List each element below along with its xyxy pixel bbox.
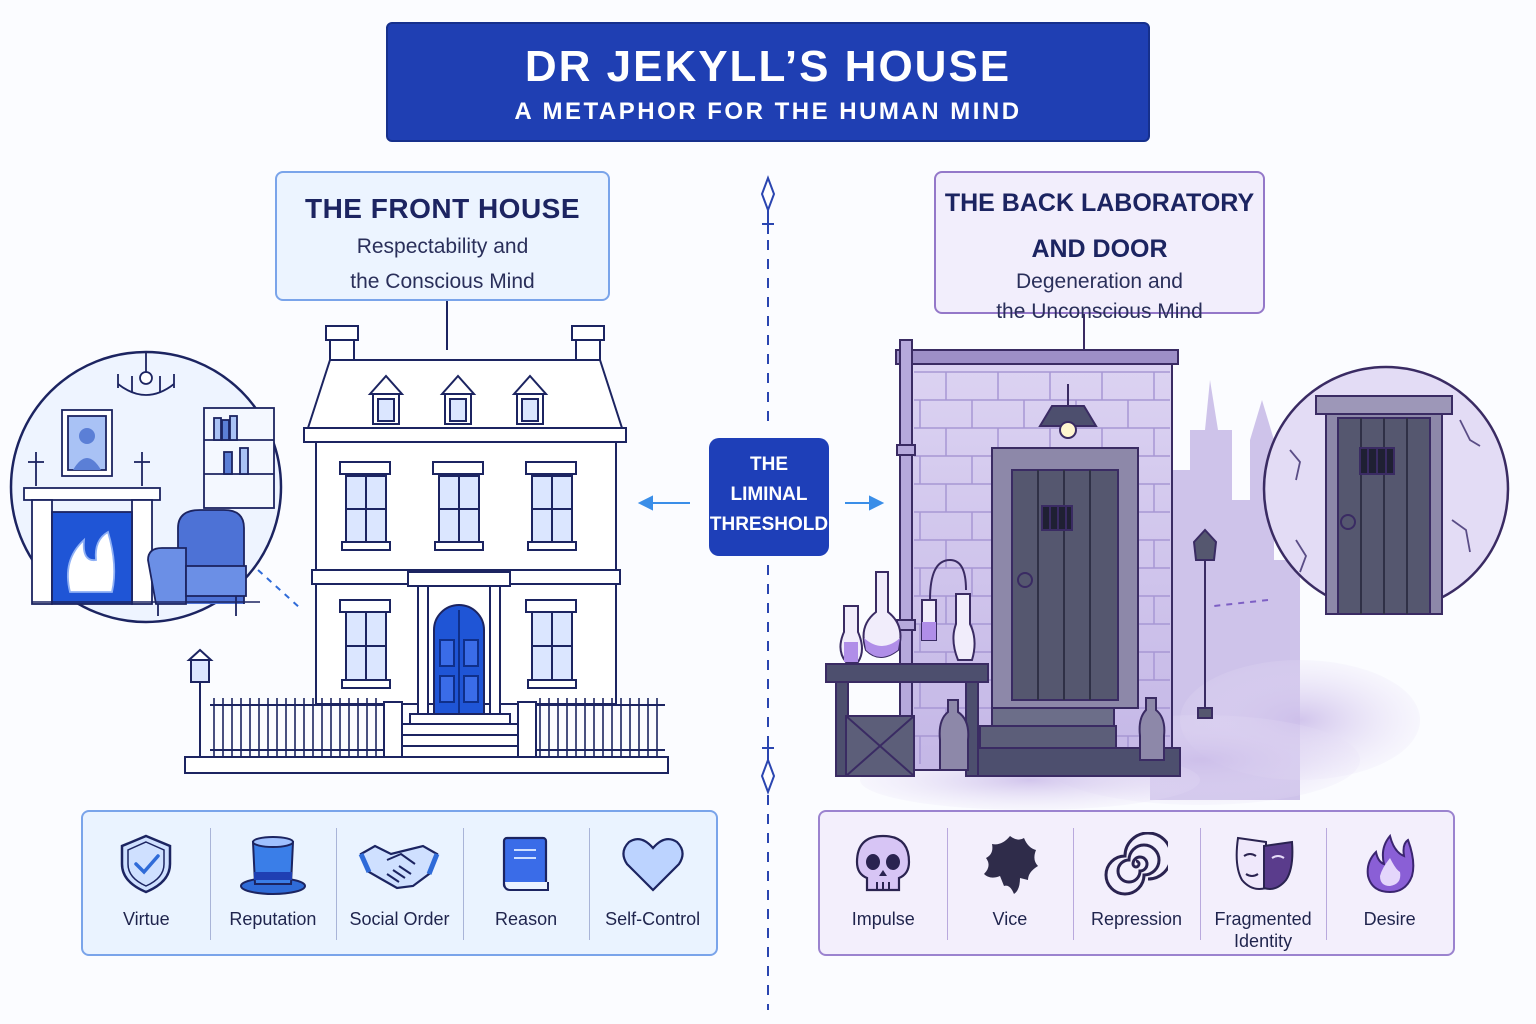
back-lab-heading-line2: AND DOOR — [1031, 235, 1168, 263]
front-house-heading: THE FRONT HOUSE — [304, 193, 581, 224]
handshake-icon — [359, 844, 440, 890]
front-railings — [213, 698, 658, 757]
flame-icon — [1366, 833, 1414, 894]
threshold-arrows — [637, 495, 885, 511]
back-lab-desc-line1: Degeneration and — [1016, 270, 1183, 293]
trait-reason: Reason — [462, 812, 590, 954]
spiral-icon — [1105, 832, 1169, 896]
back-laboratory-illustration — [825, 339, 1218, 777]
fragmented-identity-line2: Identity — [1234, 931, 1293, 951]
back-laboratory-label: THE BACK LABORATORY AND DOOR Degeneratio… — [934, 171, 1265, 323]
back-door-inset — [1213, 365, 1510, 615]
conscious-traits-panel: Virtue Reputation Social Order Reason — [81, 810, 718, 956]
trait-desire: Desire — [1326, 812, 1453, 954]
title-banner: DR JEKYLL’S HOUSE A METAPHOR FOR THE HUM… — [386, 22, 1150, 142]
front-house-desc-line1: Respectability and — [356, 235, 529, 258]
back-lab-desc-line2: the Unconscious Mind — [996, 300, 1203, 323]
heart-icon — [622, 837, 684, 892]
top-hat-icon — [239, 836, 306, 895]
front-house-desc-line2: the Conscious Mind — [350, 270, 535, 293]
fragmented-identity-line1: Fragmented — [1214, 909, 1312, 929]
trait-virtue: Virtue — [83, 812, 210, 954]
trait-repression: Repression — [1073, 812, 1200, 954]
skull-icon — [856, 834, 911, 892]
trait-self-control: Self-Control — [589, 812, 716, 954]
page-title: DR JEKYLL’S HOUSE — [524, 42, 1012, 91]
front-house-label: THE FRONT HOUSE Respectability and the C… — [275, 171, 610, 301]
page-subtitle: A METAPHOR FOR THE HUMAN MIND — [514, 98, 1022, 125]
liminal-threshold-badge: THE LIMINAL THRESHOLD — [709, 438, 829, 556]
split-mask-icon — [1235, 836, 1294, 890]
threshold-line2: LIMINAL — [730, 484, 808, 505]
threshold-line1: THE — [750, 454, 788, 475]
shield-check-icon — [121, 834, 172, 894]
trait-fragmented-identity: Fragmented Identity — [1199, 812, 1327, 954]
back-lab-heading-line1: THE BACK LABORATORY — [944, 189, 1255, 217]
trait-social-order: Social Order — [336, 812, 463, 954]
front-house-illustration — [184, 325, 669, 774]
threshold-line3: THRESHOLD — [709, 514, 829, 535]
book-icon — [502, 836, 550, 891]
unconscious-traits-panel: Impulse Vice Repression Fragmented Ident… — [818, 810, 1455, 956]
central-divider — [760, 175, 776, 1010]
trait-vice: Vice — [946, 812, 1074, 954]
trait-impulse: Impulse — [820, 812, 947, 954]
parlour-interior-inset — [9, 350, 301, 624]
trait-reputation: Reputation — [209, 812, 337, 954]
ink-blot-icon — [983, 836, 1038, 894]
